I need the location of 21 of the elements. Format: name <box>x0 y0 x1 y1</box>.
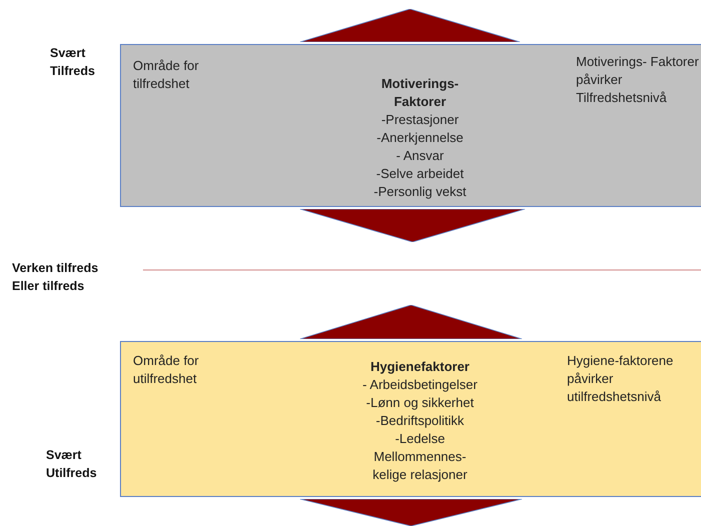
list-item: -Personlig vekst <box>372 183 468 201</box>
area-text: Område for utilfredshet <box>133 352 200 388</box>
scale-label: Verken tilfreds Eller tilfreds <box>12 260 100 295</box>
factor-panel <box>120 44 701 207</box>
scale-label: Svært Tilfreds <box>50 45 96 80</box>
list-item: -Selve arbeidet <box>375 165 465 183</box>
effect-text: Motiverings- Faktorer påvirker Tilfredshetsnivå <box>576 53 700 107</box>
list-item: Mellommennes- kelige relasjoner <box>372 448 468 484</box>
list-item: -Prestasjoner <box>380 111 460 129</box>
area-text: Område for tilfredshet <box>133 57 200 93</box>
heading: Motiverings- Faktorer <box>380 75 460 111</box>
heading: Hygienefaktorer <box>370 358 470 376</box>
list-item: - Ansvar <box>395 147 445 165</box>
effect-text: Hygiene-faktorene påvirker utilfredshetsnivå <box>567 352 674 406</box>
list-item: -Ledelse <box>394 430 446 448</box>
scale-label: Svært Utilfreds <box>46 447 98 482</box>
list-item: -Bedriftspolitikk <box>374 412 466 430</box>
list-item: -Lønn og sikkerhet <box>365 394 475 412</box>
factor-panel <box>120 341 701 497</box>
list-item: - Arbeidsbetingelser <box>362 376 478 394</box>
list-item: -Anerkjennelse <box>376 129 464 147</box>
